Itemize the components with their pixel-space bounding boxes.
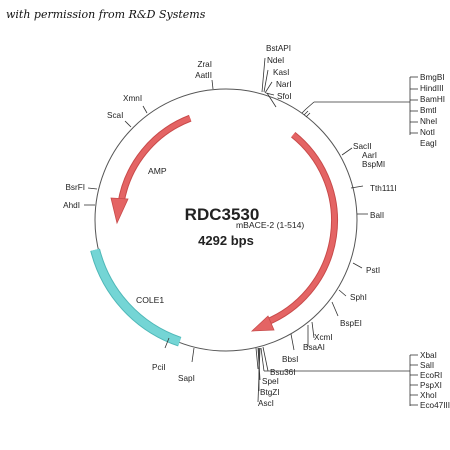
tick-xcmi — [311, 321, 315, 339]
site-xcmi: XcmI — [314, 333, 333, 342]
tick-scai — [124, 120, 132, 128]
tick-sacii-group — [341, 147, 353, 156]
site-bmti: BmtI — [420, 106, 437, 115]
plasmid-backbone — [94, 88, 358, 352]
site-tth111i: Tth111I — [370, 184, 397, 193]
tick-bbsi — [290, 333, 295, 351]
site-spei: SpeI — [262, 377, 279, 386]
site-eco47iii: Eco47III — [420, 401, 450, 410]
mcs-top-ticks — [301, 76, 418, 135]
site-asci: AscI — [258, 399, 274, 408]
site-xbai: XbaI — [420, 351, 437, 360]
tick-xmni — [142, 105, 148, 114]
site-eagi: EagI — [420, 139, 437, 148]
site-bspei: BspEI — [340, 319, 362, 328]
tick-bspei — [331, 301, 339, 317]
top-site-ticks — [261, 57, 277, 108]
site-scai: ScaI — [107, 111, 123, 120]
site-bali: BalI — [370, 211, 384, 220]
tick-sphi — [338, 289, 347, 297]
site-xmni: XmnI — [123, 94, 142, 103]
plasmid-size: 4292 bps — [198, 233, 254, 248]
insert-label: mBACE-2 (1-514) — [236, 220, 304, 230]
cole1-label: COLE1 — [136, 295, 164, 305]
site-pcii: PciI — [152, 363, 166, 372]
site-pspxi: PspXI — [420, 381, 442, 390]
site-aatii: AatII — [195, 71, 212, 80]
amp-arrow-shaft — [118, 115, 192, 204]
site-sphi: SphI — [350, 293, 367, 302]
site-kasi: KasI — [273, 68, 289, 77]
tick-bsrfi — [87, 187, 98, 190]
site-psti: PstI — [366, 266, 380, 275]
site-sali: SalI — [420, 361, 434, 370]
site-nari: NarI — [276, 80, 291, 89]
site-sfoi: SfoI — [277, 92, 292, 101]
bottom-site-ticks — [255, 346, 418, 406]
site-ndei: NdeI — [267, 56, 284, 65]
tick-sapi — [191, 347, 195, 363]
amp-arrow-shaft-outline — [117, 114, 192, 204]
tick-psti — [352, 262, 363, 269]
site-sapi: SapI — [178, 374, 195, 383]
site-bsaai: BsaAI — [303, 343, 325, 352]
site-nhei: NheI — [420, 117, 437, 126]
cole1-feature — [91, 248, 182, 346]
site-bamhi: BamHI — [420, 95, 445, 104]
site-noti: NotI — [420, 128, 435, 137]
site-bbsi: BbsI — [282, 355, 298, 364]
insert-arrow-head — [250, 315, 275, 332]
site-ahdi: AhdI — [63, 201, 80, 210]
site-bsrfi: BsrFI — [65, 183, 85, 192]
site-sacii: SacII — [353, 142, 372, 151]
amp-label: AMP — [148, 166, 167, 176]
site-hindiii: HindIII — [420, 84, 444, 93]
site-xhoi: XhoI — [420, 391, 437, 400]
tick-tth111i — [350, 185, 364, 189]
site-bstapi: BstAPI — [266, 44, 291, 53]
permission-note: with permission from R&D Systems — [6, 8, 206, 21]
site-ecori: EcoRI — [420, 371, 442, 380]
plasmid-name: RDC3530 — [185, 205, 260, 224]
site-bmgbi: BmgBI — [420, 73, 445, 82]
site-bspmi: BspMI — [362, 160, 385, 169]
site-bsu36i: Bsu36I — [270, 368, 296, 377]
amp-arrow-head — [110, 197, 129, 225]
tick-pcii — [164, 337, 170, 349]
site-aari: AarI — [362, 151, 377, 160]
site-zrai: ZraI — [197, 60, 212, 69]
tick-zrai-aatii — [211, 79, 214, 90]
site-btgzi: BtgZI — [260, 388, 280, 397]
insert-arrow-shaft — [265, 132, 337, 325]
